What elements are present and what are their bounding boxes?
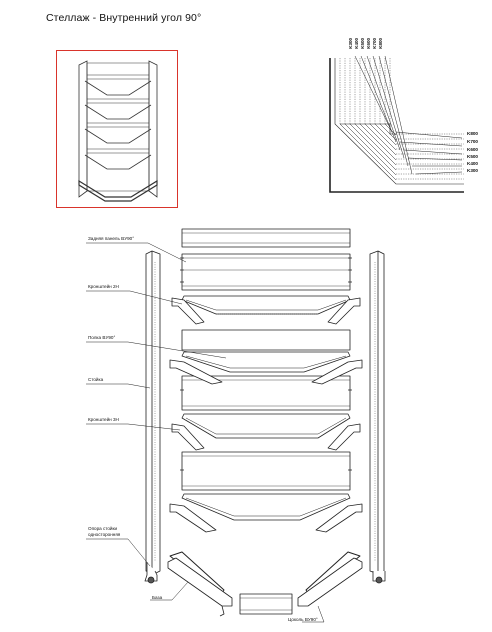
plan-label-right-3: K600 (467, 147, 478, 152)
plan-label-top-5: K700 (372, 38, 377, 49)
shelf-3 (181, 413, 351, 439)
plan-label-right-2: K700 (467, 139, 478, 144)
plan-label-top-2: K400 (354, 38, 359, 49)
bracket-mid-pair (169, 359, 363, 385)
callout-bracket-3h: Кронштейн 3Н (88, 417, 119, 422)
callout-foot-line2: односторонняя (88, 532, 121, 537)
plan-label-right-6: K300 (467, 168, 478, 173)
callout-plinth: Цоколь BУ90° (288, 617, 318, 622)
callout-shelf: Полка BУ90° (88, 335, 116, 340)
callout-upright: Стойка (88, 377, 104, 382)
shelf-4 (181, 493, 351, 521)
bracket-low-pair (169, 503, 363, 533)
preview-base (78, 179, 158, 202)
page-title: Стеллаж - Внутренний угол 90° (46, 12, 202, 24)
plan-label-right-5: K400 (467, 161, 478, 166)
callout-back-panel: Задняя панель BУ90° (88, 236, 135, 241)
bracket-2h-pair (171, 297, 361, 325)
preview-shelf-4 (84, 154, 152, 170)
plan-label-top-1: K300 (348, 38, 353, 49)
leader-lines (86, 242, 325, 623)
preview-shelf-3 (84, 128, 152, 144)
callout-foot-line1: Опора стойки (88, 526, 118, 531)
preview-thumbnail[interactable] (56, 50, 178, 208)
preview-shelf-2 (84, 104, 152, 120)
plan-label-right-1: K800 (467, 131, 478, 136)
plan-label-top-3: K500 (360, 38, 365, 49)
left-upright (144, 250, 161, 584)
preview-shelf-1 (84, 80, 152, 96)
shelf-2 (181, 351, 351, 373)
shelf-1 (181, 295, 351, 315)
right-upright (369, 250, 386, 584)
callout-base: База (152, 595, 163, 600)
base (167, 551, 363, 617)
preview-drawing (78, 60, 158, 202)
callout-bracket-2h: Кронштейн 2Н (88, 284, 119, 289)
bracket-3h-pair (171, 423, 361, 451)
plinth (239, 593, 293, 615)
back-panels (180, 228, 352, 491)
plan-label-top-6: K800 (378, 38, 383, 49)
plan-label-right-4: K500 (467, 154, 478, 159)
plan-label-top-4: K600 (366, 38, 371, 49)
